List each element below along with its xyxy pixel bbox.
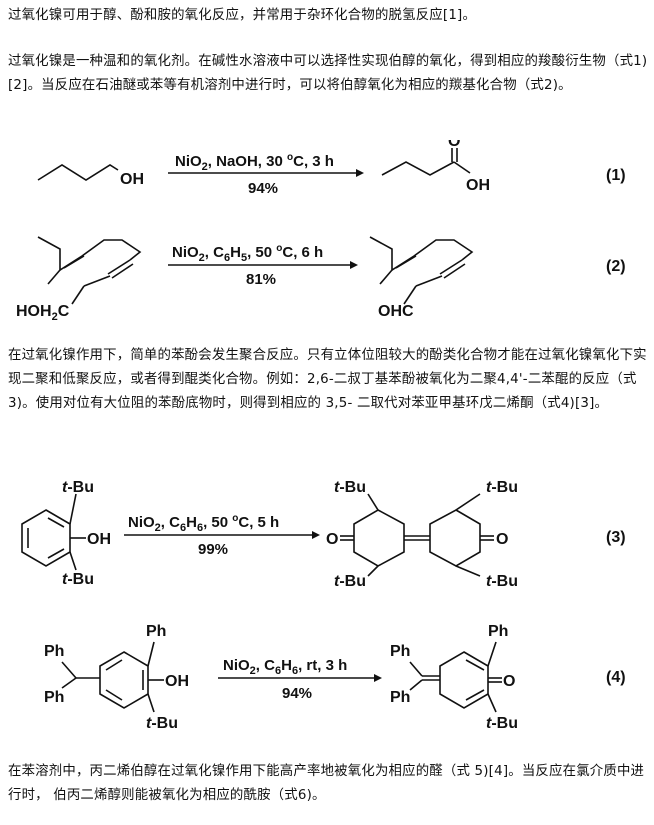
- eq2-conditions: NiO2, C6H5, 50 oC, 6 h: [172, 243, 323, 264]
- ph-label-product-bottom: Ph: [390, 689, 410, 706]
- tbu-label-bottom-center: t-Bu: [334, 573, 366, 590]
- primary-alcohol-paragraph: 过氧化镍是一种温和的氧化剂。在碱性水溶液中可以选择性实现伯醇的氧化，得到相应的羧…: [8, 54, 648, 93]
- eq4-conditions: NiO2, C6H6, rt, 3 h: [223, 657, 347, 677]
- tbu-label-top-center: t-Bu: [334, 479, 366, 496]
- phenol-oh-label: OH: [87, 531, 111, 548]
- geraniol-skeleton: [37, 236, 142, 272]
- geranial-cho-label: OHC: [378, 303, 414, 320]
- butanoic-acid-skeleton: [381, 161, 455, 176]
- arrowhead-1: [356, 169, 364, 177]
- eq3-conditions: NiO2, C6H6, 50 oC, 5 h: [128, 513, 279, 534]
- equation-number-2: (2): [606, 258, 626, 275]
- carbonyl-o-label: O: [448, 140, 460, 150]
- tbu-label-top-left: t-Bu: [62, 479, 94, 496]
- right-carbonyl-o: O: [496, 531, 508, 548]
- arrowhead-3: [312, 531, 320, 539]
- equation-number-1: (1): [606, 167, 626, 184]
- ph-label-bottom-left: Ph: [44, 689, 64, 706]
- tbu-label-bottom-left: t-Bu: [62, 571, 94, 588]
- equation-number-3: (3): [606, 529, 626, 546]
- reaction-scheme-3: t-Bu OH t-Bu NiO2, C6H6, 50 oC, 5 h 99% …: [21, 479, 626, 590]
- equation-number-4: (4): [606, 669, 626, 686]
- diphenoquinone-left-ring: [353, 509, 405, 567]
- quinone-o-label: O: [503, 673, 515, 690]
- eq4-yield: 94%: [282, 685, 312, 702]
- tbu-label-top-right: t-Bu: [486, 479, 518, 496]
- eq2-yield: 81%: [246, 271, 276, 288]
- phenol-oxidation-paragraph: 在过氧化镍作用下，简单的苯酚会发生聚合反应。只有立体位阻较大的酚类化合物才能在过…: [8, 348, 647, 411]
- geraniol-oh-label: HOH2C: [16, 303, 70, 323]
- intro-paragraph: 过氧化镍可用于醇、酚和胺的氧化反应，并常用于杂环化合物的脱氢反应[1]。: [8, 8, 477, 23]
- tbu-label-product: t-Bu: [486, 715, 518, 732]
- di-tert-butylphenol-ring: [21, 509, 71, 567]
- acid-oh-label: OH: [466, 177, 490, 194]
- left-carbonyl-o: O: [326, 531, 338, 548]
- eq3-yield: 99%: [198, 541, 228, 558]
- geranial-skeleton: [369, 236, 474, 272]
- arrowhead-2: [350, 261, 358, 269]
- tbu-label-substrate: t-Bu: [146, 715, 178, 732]
- substrate-oh-label: OH: [165, 673, 189, 690]
- reaction-scheme-4: Ph Ph Ph OH t-Bu NiO2, C6H6, rt, 3 h 94%…: [44, 623, 626, 732]
- arrowhead-4: [374, 674, 382, 682]
- ph-label-top-ring: Ph: [146, 623, 166, 640]
- butanol-oh-label: OH: [120, 171, 144, 188]
- ph-label-top-left: Ph: [44, 643, 64, 660]
- reaction-scheme-1: OH NiO2, NaOH, 30 oC, 3 h 94% O OH (1): [37, 140, 626, 197]
- quinone-methide-ring: [439, 651, 489, 709]
- butanol-skeleton: [37, 164, 119, 181]
- eq1-conditions: NiO2, NaOH, 30 oC, 3 h: [175, 152, 334, 173]
- reaction-scheme-2: HOH2C NiO2, C6H5, 50 oC, 6 h 81% OHC (2): [16, 236, 626, 323]
- eq1-yield: 94%: [248, 180, 278, 197]
- ph-label-product-ring: Ph: [488, 623, 508, 640]
- diphenoquinone-right-ring: [429, 509, 481, 567]
- substrate-ring: [99, 651, 149, 709]
- allenol-paragraph: 在苯溶剂中，丙二烯伯醇在过氧化镍作用下能高产率地被氧化为相应的醛（式 5)[4]…: [8, 764, 645, 803]
- ph-label-product-top: Ph: [390, 643, 410, 660]
- tbu-label-bottom-right: t-Bu: [486, 573, 518, 590]
